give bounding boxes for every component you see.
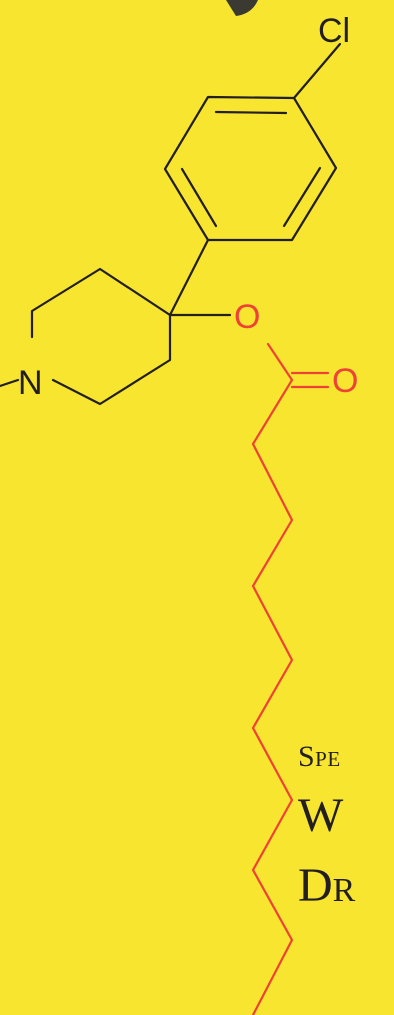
bond-n-methyl <box>0 378 20 388</box>
aromatic-bond <box>180 167 218 228</box>
piperidine-ring <box>30 267 172 339</box>
acyl-chain <box>251 342 330 1015</box>
piperidine-ring <box>51 313 172 406</box>
atom-nitrogen: N <box>18 364 43 402</box>
aromatic-bond <box>214 110 288 115</box>
bond-c-cl <box>292 42 342 100</box>
molecule-skeleton <box>0 42 342 406</box>
top-arc-decoration <box>226 0 258 16</box>
atom-chlorine: Cl <box>318 12 350 50</box>
atom-ester-oxygen: O <box>234 298 260 336</box>
caption-line-2: W <box>298 789 344 842</box>
atom-carbonyl-oxygen: O <box>332 362 358 400</box>
caption-line-3: Dr <box>298 859 356 912</box>
aromatic-bond <box>282 166 322 228</box>
benzene-ring <box>163 95 338 242</box>
bond-ring-c4 <box>168 238 210 317</box>
caption-line-1: Spe <box>298 740 341 773</box>
bond-o-carbonyl <box>266 342 294 382</box>
alkyl-chain <box>251 378 294 1015</box>
